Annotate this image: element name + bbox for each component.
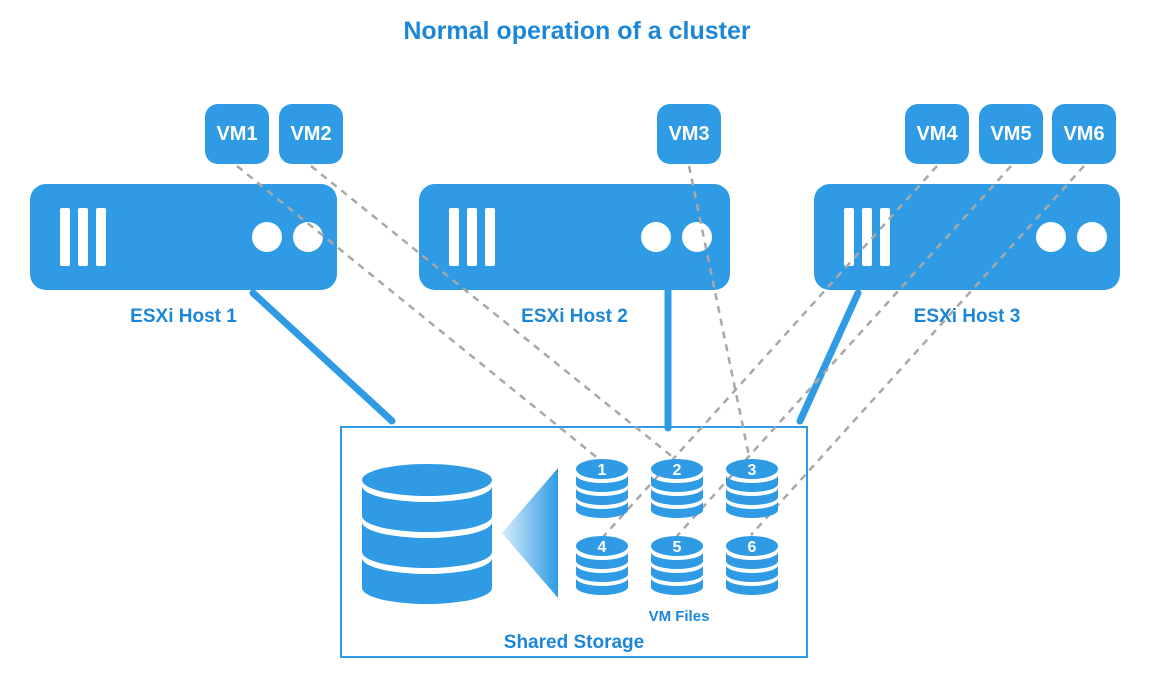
shared-storage-box: 1 2 3	[340, 426, 808, 658]
left-arrow-icon	[502, 468, 558, 598]
server-drive-light-icon	[641, 222, 671, 252]
disk-number: 4	[598, 539, 607, 556]
diagram-title: Normal operation of a cluster	[403, 17, 751, 45]
server-icon-host2	[419, 184, 730, 290]
disk-number: 6	[748, 539, 757, 556]
vm-badge-label: VM2	[290, 122, 332, 145]
disk-number: 2	[673, 462, 682, 479]
vm-file-disk-2: 2	[650, 458, 704, 527]
server-icon-host1	[30, 184, 337, 290]
disk-number: 1	[598, 462, 607, 479]
server-icon-host3	[814, 184, 1120, 290]
server-vent-icon	[60, 208, 106, 266]
host3-label: ESXi Host 3	[913, 306, 1021, 327]
server-vent-icon	[844, 208, 890, 266]
vm-file-disk-5: 5	[650, 535, 704, 604]
vm-badge-label: VM4	[916, 122, 958, 145]
vm-file-disk-3: 3	[725, 458, 779, 527]
vm-files-label: VM Files	[648, 608, 710, 625]
server-drive-light-icon	[682, 222, 712, 252]
vm-badge-label: VM5	[990, 122, 1032, 145]
vm-badge-vm2: VM2	[279, 104, 343, 164]
server-vent-icon	[449, 208, 495, 266]
server-drive-light-icon	[1077, 222, 1107, 252]
vm-badge-vm1: VM1	[205, 104, 269, 164]
vm-badge-label: VM1	[216, 122, 258, 145]
shared-storage-label: Shared Storage	[503, 632, 645, 653]
vm-badge-vm3: VM3	[657, 104, 721, 164]
vm-file-disk-4: 4	[575, 535, 629, 604]
vm-badge-vm5: VM5	[979, 104, 1043, 164]
host2-label: ESXi Host 2	[521, 306, 628, 327]
host1-label: ESXi Host 1	[130, 306, 237, 327]
vm-badge-vm4: VM4	[905, 104, 969, 164]
vm-badge-label: VM6	[1063, 122, 1105, 145]
vm-badge-vm6: VM6	[1052, 104, 1116, 164]
vm-file-disk-6: 6	[725, 535, 779, 604]
disk-number: 5	[673, 539, 682, 556]
server-drive-light-icon	[293, 222, 323, 252]
server-drive-light-icon	[1036, 222, 1066, 252]
vm-file-disk-1: 1	[575, 458, 629, 527]
database-icon	[362, 464, 492, 604]
server-drive-light-icon	[252, 222, 282, 252]
vm-badge-label: VM3	[668, 122, 710, 145]
disk-number: 3	[748, 462, 757, 479]
